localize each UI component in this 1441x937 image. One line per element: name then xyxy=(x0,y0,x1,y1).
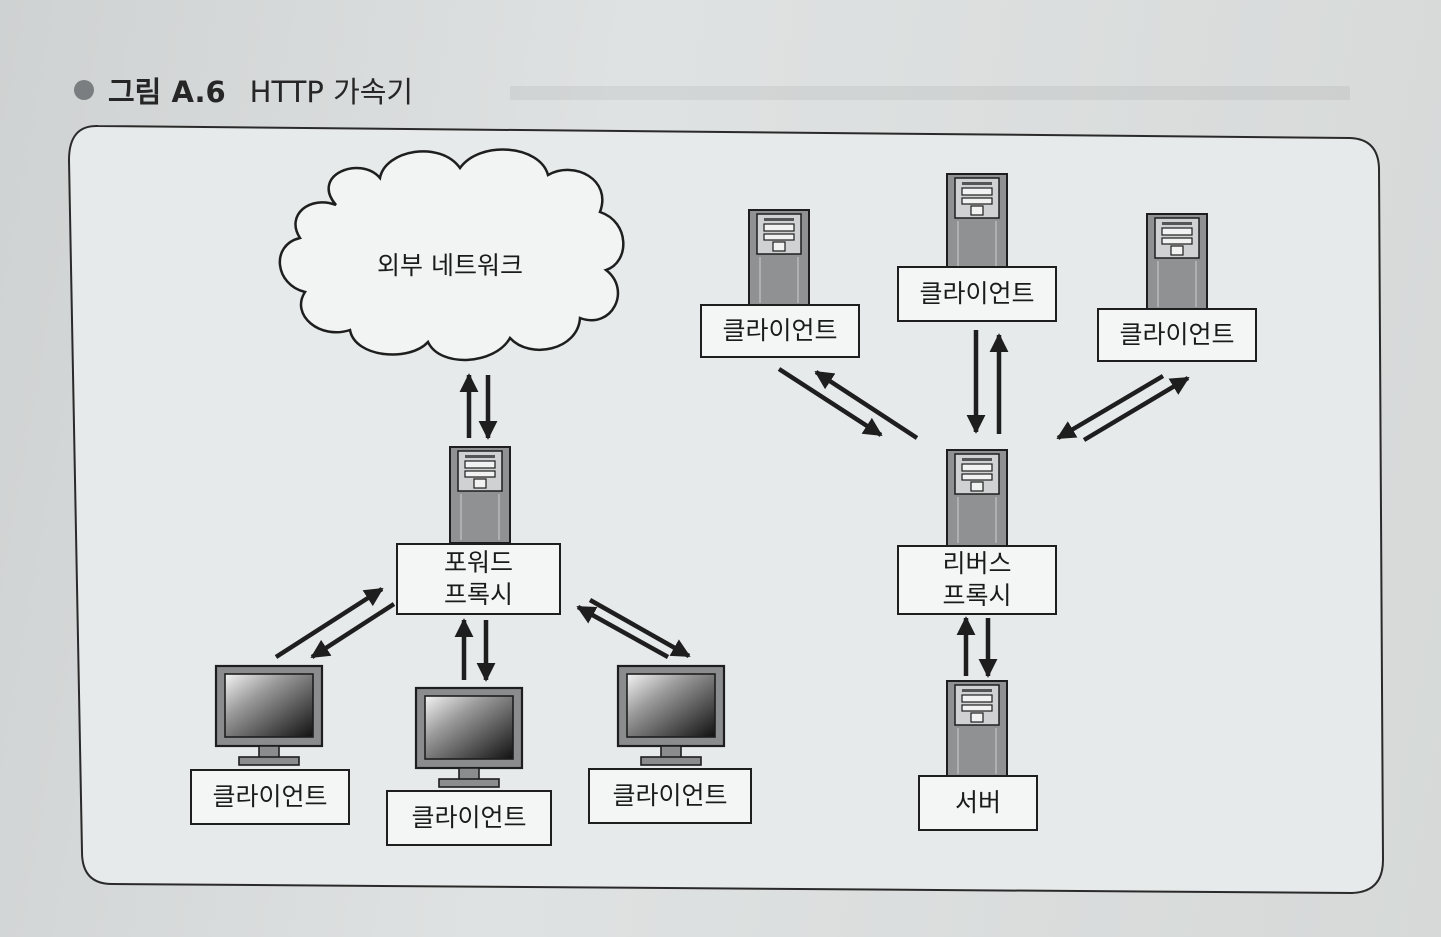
arrow xyxy=(310,602,396,659)
arrow xyxy=(1056,374,1165,440)
client-label: 클라이언트 xyxy=(700,304,860,358)
caption-bullet-icon xyxy=(74,80,94,100)
arrow xyxy=(1082,376,1190,442)
reverse-proxy-label: 리버스 프록시 xyxy=(897,545,1057,615)
client-server-icon xyxy=(748,209,810,307)
client-server-icon xyxy=(1146,213,1208,311)
show-through-text xyxy=(510,86,1350,100)
figure-number: 그림 A.6 xyxy=(108,75,226,109)
cloud-icon xyxy=(278,148,625,362)
arrow xyxy=(814,370,919,440)
reverse-proxy-server-icon xyxy=(946,449,1008,547)
arrow xyxy=(777,367,883,437)
client-label: 클라이언트 xyxy=(386,790,552,846)
forward-proxy-server-icon xyxy=(449,446,511,544)
arrow xyxy=(576,605,670,659)
forward-proxy-label: 포워드 프록시 xyxy=(396,543,561,615)
client-server-icon xyxy=(946,173,1008,271)
arrow xyxy=(588,598,691,658)
arrow xyxy=(274,587,384,659)
figure-caption: 그림 A.6 HTTP 가속기 xyxy=(74,70,413,110)
external-network-label: 외부 네트워크 xyxy=(377,251,523,280)
figure-title: HTTP 가속기 xyxy=(249,75,414,109)
origin-server-icon xyxy=(946,680,1008,778)
client-label: 클라이언트 xyxy=(588,768,752,824)
server-label: 서버 xyxy=(918,775,1038,831)
client-label: 클라이언트 xyxy=(1097,308,1257,362)
client-label: 클라이언트 xyxy=(897,266,1057,322)
client-label: 클라이언트 xyxy=(190,769,350,825)
